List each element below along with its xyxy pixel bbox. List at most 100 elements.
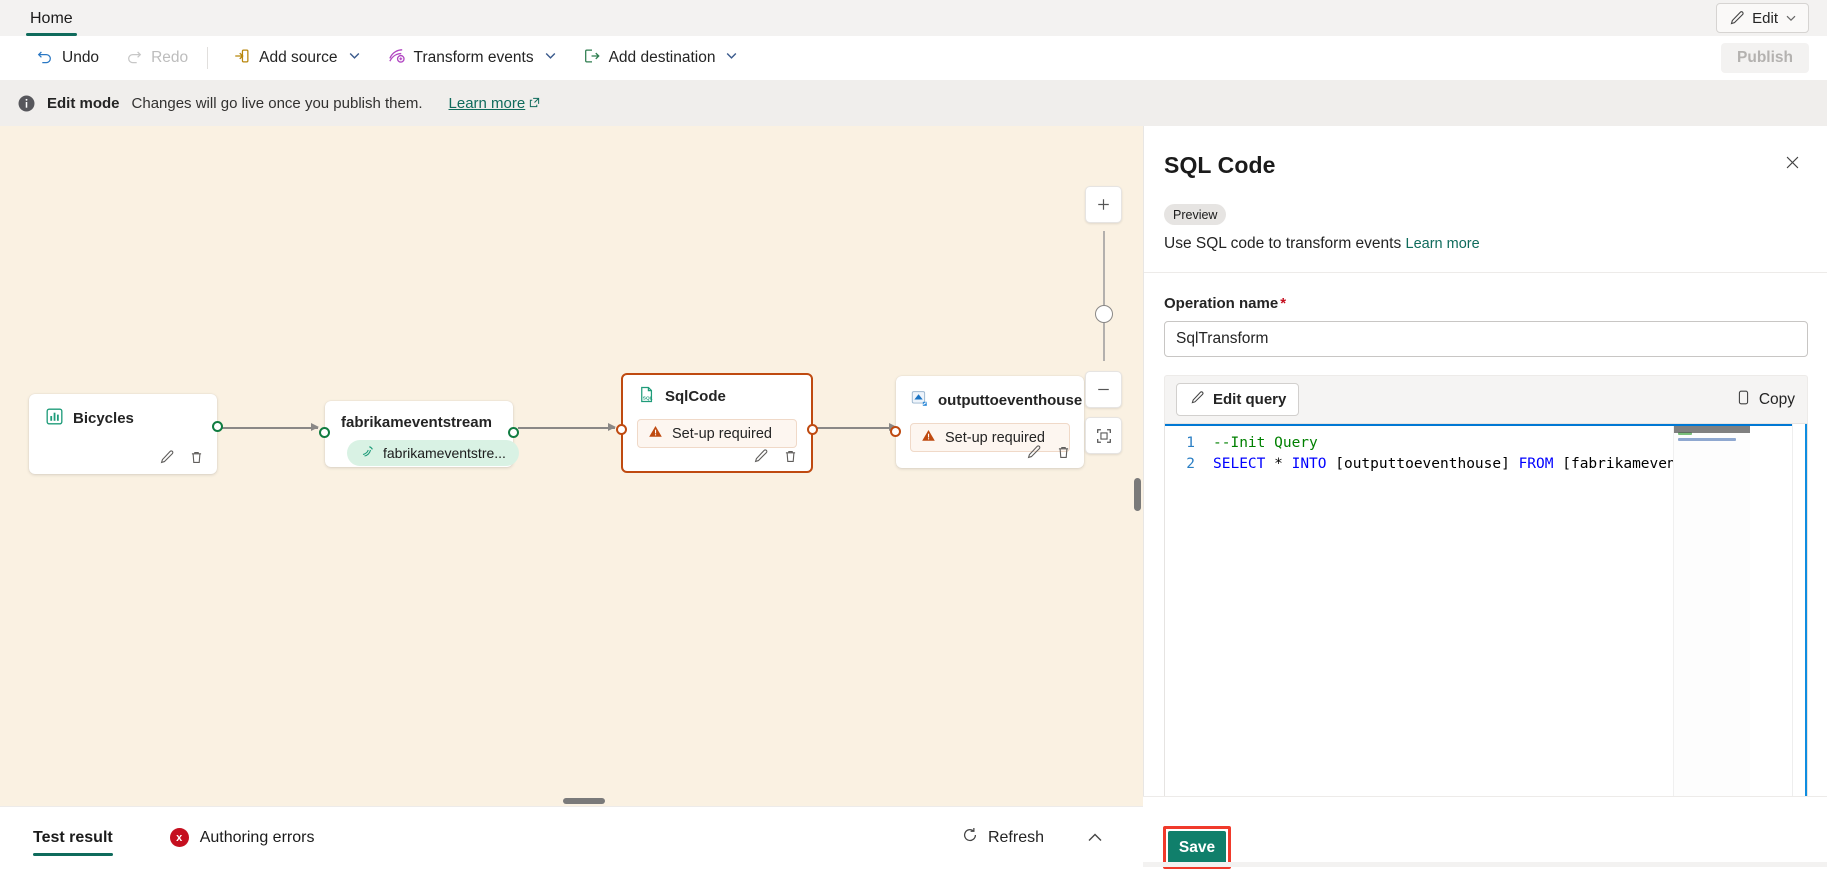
tab-home-label: Home bbox=[30, 10, 73, 27]
port-fabrikameventstream-output[interactable] bbox=[508, 427, 519, 438]
port-fabrikameventstream-input[interactable] bbox=[319, 427, 330, 438]
transform-events-icon bbox=[387, 46, 406, 70]
node-outputtoeventhouse-label: outputtoeventhouse bbox=[938, 392, 1083, 409]
minimap-line bbox=[1678, 438, 1736, 441]
node-sqlcode[interactable]: SQL SqlCode Set-up required bbox=[616, 373, 818, 473]
port-sqlcode-input[interactable] bbox=[616, 424, 627, 435]
editor-minimap[interactable] bbox=[1673, 426, 1750, 797]
editor-focus-border bbox=[1805, 424, 1807, 797]
port-sqlcode-output[interactable] bbox=[807, 424, 818, 435]
node-fabrikameventstream-chip[interactable]: fabrikameventstre... bbox=[347, 440, 519, 466]
refresh-icon bbox=[961, 826, 979, 849]
edge-arrow-icon bbox=[608, 423, 616, 432]
panel-bottom-strip bbox=[1143, 862, 1827, 867]
pencil-icon bbox=[1728, 10, 1745, 27]
svg-text:SQL: SQL bbox=[643, 395, 653, 401]
required-asterisk: * bbox=[1280, 295, 1287, 312]
chevron-down-icon bbox=[725, 49, 738, 67]
editor-vertical-scrollbar[interactable] bbox=[1793, 424, 1807, 797]
delete-icon[interactable] bbox=[782, 448, 799, 465]
copy-icon bbox=[1735, 389, 1752, 411]
redo-button[interactable]: Redo bbox=[115, 42, 198, 74]
learn-more-link[interactable]: Learn more bbox=[449, 95, 541, 112]
port-bicycles-output[interactable] bbox=[212, 421, 223, 432]
code-keyword-select: SELECT bbox=[1213, 456, 1266, 472]
port-outputtoeventhouse-input[interactable] bbox=[890, 426, 901, 437]
delete-icon[interactable] bbox=[1055, 444, 1072, 461]
tab-home[interactable]: Home bbox=[26, 2, 77, 36]
editor-minimap-slider[interactable] bbox=[1674, 426, 1750, 433]
save-button-label: Save bbox=[1178, 838, 1216, 856]
node-sqlcode-warning-label: Set-up required bbox=[672, 425, 772, 442]
publish-button[interactable]: Publish bbox=[1721, 43, 1809, 73]
flow-canvas[interactable]: Bicycles fabrikameventstream fab bbox=[0, 126, 1143, 806]
minimap-line bbox=[1678, 432, 1692, 435]
transform-events-button[interactable]: Transform events bbox=[377, 42, 567, 74]
edit-icon[interactable] bbox=[1025, 444, 1042, 461]
node-outputtoeventhouse-warning-label: Set-up required bbox=[945, 429, 1045, 446]
chevron-down-icon bbox=[544, 49, 557, 67]
eventhouse-icon bbox=[910, 389, 929, 412]
command-bar: Undo Redo Add source Transform events bbox=[0, 36, 1827, 81]
zoom-slider[interactable] bbox=[1094, 231, 1113, 361]
info-icon bbox=[17, 94, 36, 113]
refresh-button[interactable]: Refresh bbox=[961, 826, 1044, 849]
edge-arrow-icon bbox=[311, 423, 319, 432]
node-fabrikameventstream-title: fabrikameventstream bbox=[325, 401, 513, 431]
tab-test-result[interactable]: Test result bbox=[33, 807, 113, 868]
save-button[interactable]: Save bbox=[1168, 831, 1226, 864]
node-sqlcode-title: SQL SqlCode bbox=[623, 375, 811, 408]
copy-label: Copy bbox=[1758, 390, 1795, 408]
warning-icon bbox=[648, 424, 663, 443]
undo-icon bbox=[36, 47, 54, 70]
edit-icon[interactable] bbox=[158, 449, 175, 466]
collapse-panel-button[interactable] bbox=[1085, 828, 1105, 848]
node-bicycles-actions bbox=[158, 449, 205, 466]
node-fabrikameventstream-label: fabrikameventstream bbox=[341, 414, 492, 431]
panel-divider bbox=[1144, 272, 1827, 273]
editor-code-body[interactable]: 1 --Init Query 2 SELECT * INTO [outputto… bbox=[1165, 424, 1807, 475]
authoring-errors-item[interactable]: x Authoring errors bbox=[169, 828, 314, 847]
code-target-table: [outputtoeventhouse] bbox=[1326, 456, 1519, 472]
edit-query-label: Edit query bbox=[1213, 391, 1287, 408]
edit-icon[interactable] bbox=[752, 448, 769, 465]
canvas-vertical-scrollbar[interactable] bbox=[1134, 478, 1141, 511]
close-icon[interactable] bbox=[1780, 150, 1805, 175]
zoom-out-button[interactable] bbox=[1085, 371, 1122, 408]
warning-icon bbox=[921, 428, 936, 447]
node-fabrikameventstream[interactable]: fabrikameventstream fabrikameventstre... bbox=[319, 401, 519, 467]
node-sqlcode-warning: Set-up required bbox=[637, 419, 797, 448]
canvas-horizontal-scrollbar[interactable] bbox=[563, 798, 605, 804]
editor-scroll-divider bbox=[1792, 424, 1793, 797]
zoom-in-button[interactable] bbox=[1085, 186, 1122, 223]
bottom-panel: Test result x Authoring errors Refresh bbox=[0, 806, 1143, 868]
panel-learn-more-link[interactable]: Learn more bbox=[1405, 236, 1480, 252]
node-outputtoeventhouse[interactable]: outputtoeventhouse Set-up required bbox=[890, 376, 1084, 468]
panel-footer-divider bbox=[1143, 796, 1827, 797]
copy-button[interactable]: Copy bbox=[1735, 389, 1795, 411]
operation-name-value: SqlTransform bbox=[1176, 330, 1269, 347]
zoom-slider-thumb[interactable] bbox=[1094, 305, 1113, 324]
fit-to-screen-button[interactable] bbox=[1085, 417, 1122, 454]
node-fabrikameventstream-chip-label: fabrikameventstre... bbox=[383, 445, 506, 461]
add-source-button[interactable]: Add source bbox=[223, 42, 370, 74]
edit-query-button[interactable]: Edit query bbox=[1176, 383, 1300, 416]
edge-sqlcode-to-eventhouse bbox=[814, 423, 897, 432]
chart-icon bbox=[45, 407, 64, 430]
node-bicycles[interactable]: Bicycles bbox=[29, 394, 223, 474]
editor-focus-line bbox=[1165, 424, 1807, 426]
edge-bicycles-to-stream bbox=[221, 423, 319, 432]
add-destination-button[interactable]: Add destination bbox=[573, 42, 749, 74]
chevron-down-icon bbox=[1785, 12, 1797, 24]
tab-test-result-label: Test result bbox=[33, 828, 113, 846]
tab-home-underline bbox=[26, 33, 77, 36]
undo-label: Undo bbox=[62, 49, 100, 66]
undo-button[interactable]: Undo bbox=[26, 42, 109, 74]
edit-button[interactable]: Edit bbox=[1716, 3, 1809, 33]
operation-name-input[interactable]: SqlTransform bbox=[1164, 321, 1808, 357]
delete-icon[interactable] bbox=[188, 449, 205, 466]
transform-events-label: Transform events bbox=[413, 49, 534, 66]
sql-code-editor[interactable]: 1 --Init Query 2 SELECT * INTO [outputto… bbox=[1164, 423, 1808, 798]
panel-header: SQL Code bbox=[1144, 126, 1827, 179]
